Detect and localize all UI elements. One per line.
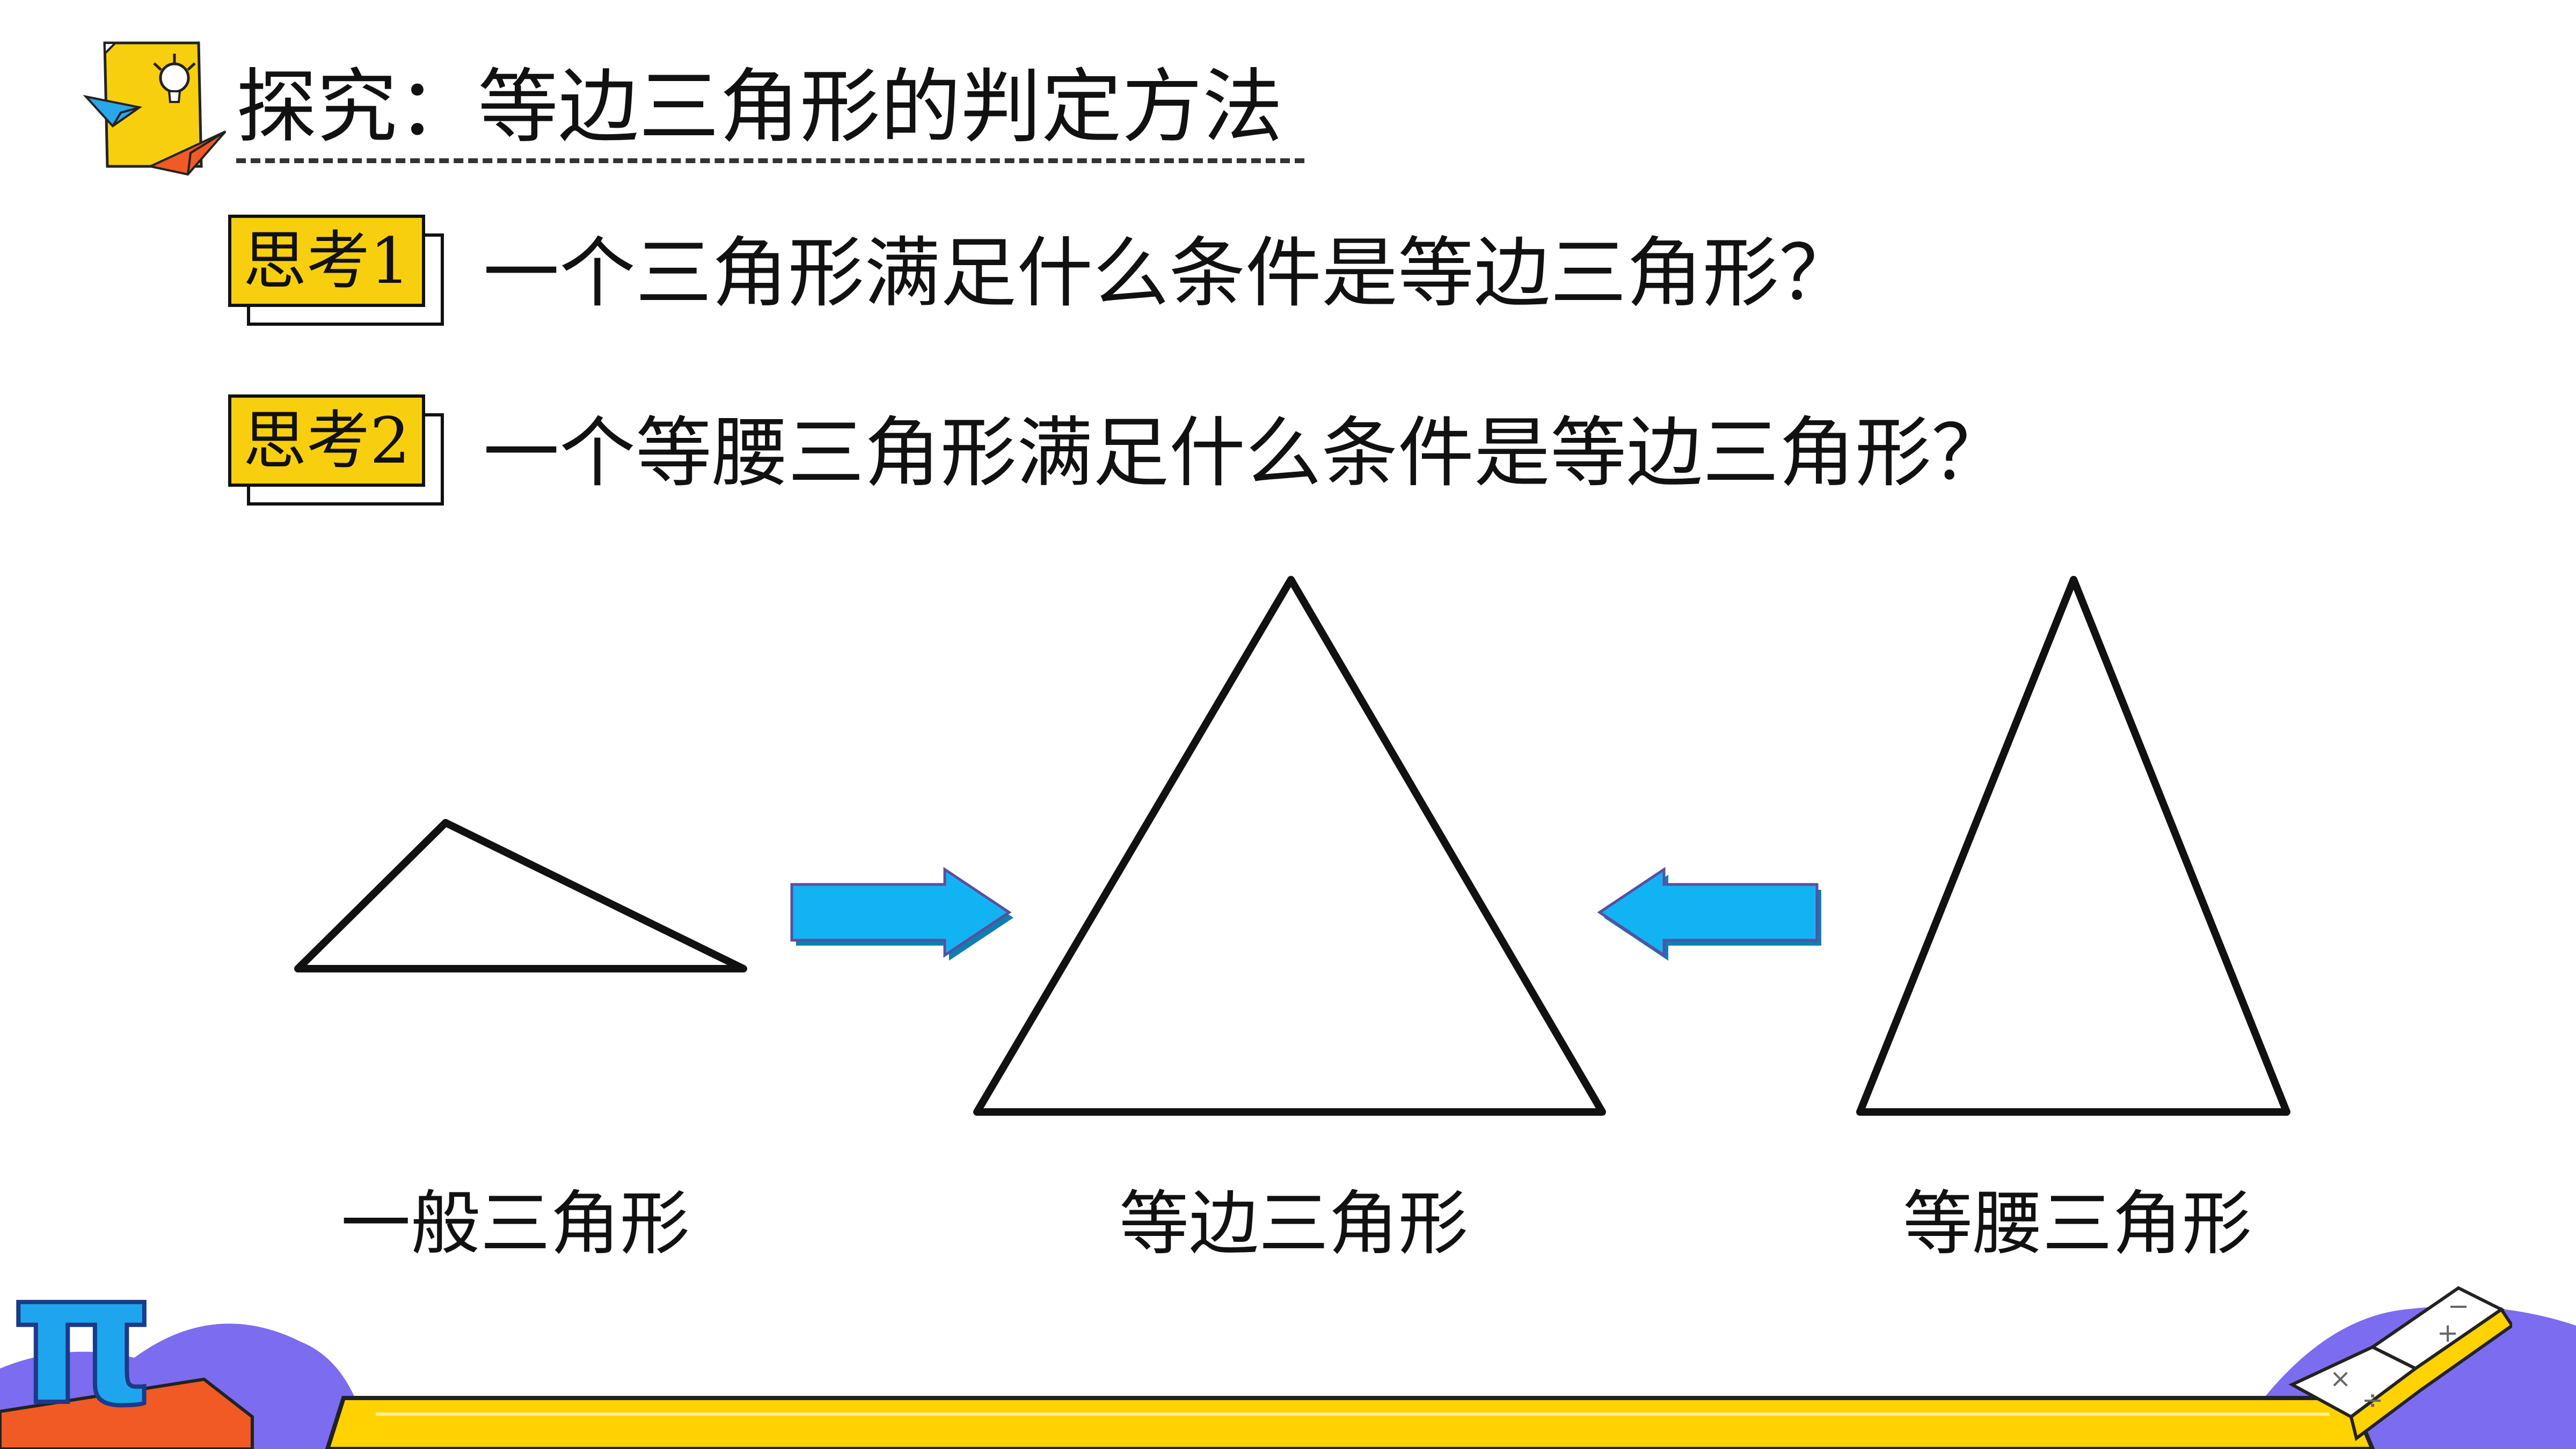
thinking-badge-2-label: 思考2 (228, 394, 425, 487)
thinking-badge-1-label: 思考1 (228, 215, 425, 307)
svg-text:−: − (2448, 1291, 2469, 1321)
yellow-band (325, 1396, 2375, 1449)
general-triangle (294, 819, 747, 972)
thinking-badge-2: 思考2 (228, 394, 444, 506)
svg-text:÷: ÷ (2362, 1385, 2383, 1415)
open-book-icon: × ÷ + − (2288, 1286, 2512, 1441)
svg-text:+: + (2437, 1318, 2458, 1348)
thinking-question-2: 一个等腰三角形满足什么条件是等边三角形？ (483, 409, 2008, 497)
svg-text:×: × (2330, 1364, 2351, 1394)
thinking-badge-1: 思考1 (228, 215, 444, 326)
left-arrow-icon (1597, 867, 1821, 961)
equilateral-triangle (973, 576, 1606, 1116)
thinking-question-1: 一个三角形满足什么条件是等边三角形？ (483, 229, 1855, 318)
title-underline (236, 158, 1304, 163)
caption-equilateral-triangle: 等边三角形 (1119, 1183, 1468, 1264)
bottom-decoration (0, 1306, 2576, 1449)
isosceles-triangle (1856, 576, 2290, 1116)
page-title: 探究：等边三角形的判定方法 (236, 61, 1283, 154)
orange-block (0, 1377, 254, 1449)
caption-general-triangle: 一般三角形 (340, 1183, 690, 1264)
pi-icon: π (9, 1233, 157, 1445)
right-arrow-icon (790, 867, 1013, 961)
lightbulb-note-icon (83, 41, 227, 176)
caption-isosceles-triangle: 等腰三角形 (1902, 1183, 2252, 1264)
